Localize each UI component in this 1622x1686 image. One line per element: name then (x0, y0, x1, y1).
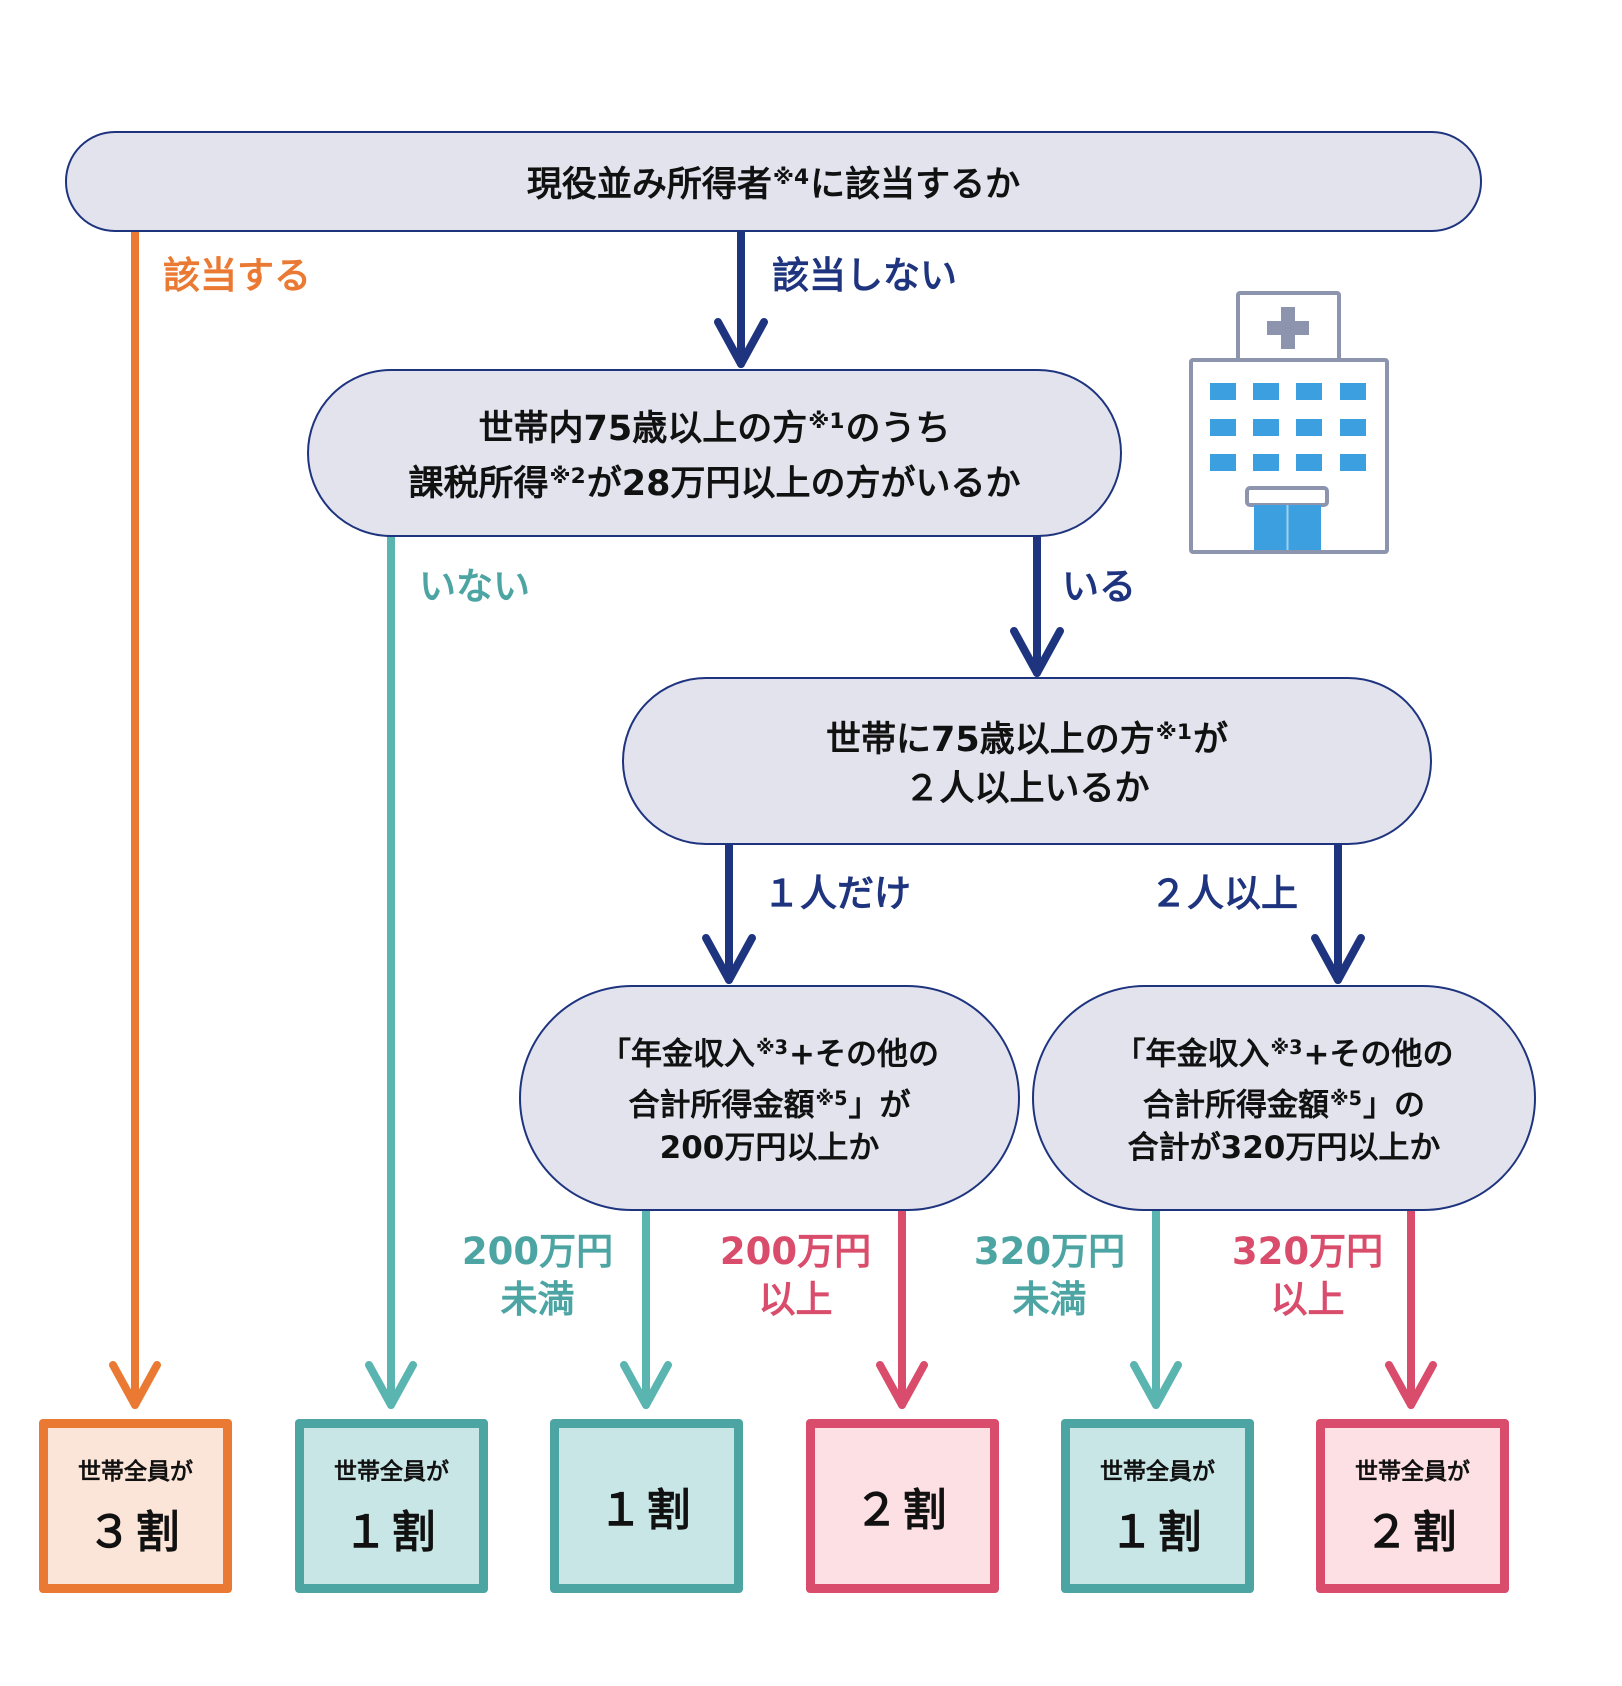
footnote-marker: ※3 (1270, 1035, 1303, 1059)
question-q4: 「年金収入※3+その他の 合計所得金額※5」が 200万円以上か (519, 985, 1020, 1211)
arrow-q3-one (702, 841, 756, 984)
edge-label-q3-one: １人だけ (763, 872, 911, 915)
arrow-q3-two (1311, 841, 1365, 984)
footnote-marker: ※1 (808, 409, 845, 435)
hospital-icon (1189, 291, 1389, 554)
arrow-q5-under (1130, 1206, 1182, 1409)
result-box-individual-1: １割 (550, 1419, 743, 1593)
arrow-q2-yes (1010, 533, 1064, 677)
question-q3: 世帯に75歳以上の方※1が ２人以上いるか (622, 677, 1432, 845)
arrow-q4-over (876, 1206, 928, 1409)
arrow-q2-no (365, 533, 417, 1409)
footnote-marker: ※4 (772, 165, 810, 191)
edge-label-q2-no: いない (419, 565, 530, 608)
result-box-household-3: 世帯全員が ３割 (39, 1419, 232, 1593)
edge-label-q5-over: 320万円 以上 (1231, 1230, 1384, 1322)
arrow-q4-under (620, 1206, 672, 1409)
edge-label-q4-over: 200万円 以上 (719, 1230, 872, 1322)
question-q5: 「年金収入※3+その他の 合計所得金額※5」の 合計が320万円以上か (1032, 985, 1536, 1211)
question-q2: 世帯内75歳以上の方※1のうち 課税所得※2が28万円以上の方がいるか (307, 369, 1122, 537)
edge-label-q3-two: ２人以上 (1150, 872, 1298, 915)
result-box-household-2: 世帯全員が ２割 (1316, 1419, 1509, 1593)
arrow-q5-over (1385, 1206, 1437, 1409)
edge-label-q5-under: 320万円 未満 (973, 1230, 1126, 1322)
edge-label-q4-under: 200万円 未満 (461, 1230, 614, 1322)
question-q1: 現役並み所得者※4に該当するか (65, 131, 1482, 232)
result-box-household-1: 世帯全員が １割 (295, 1419, 488, 1593)
footnote-marker: ※2 (549, 464, 586, 489)
arrow-q1-no (714, 228, 768, 368)
footnote-marker: ※1 (1155, 719, 1192, 745)
result-box-individual-2: ２割 (806, 1419, 999, 1593)
arrow-q1-yes (109, 228, 161, 1409)
footnote-marker: ※5 (815, 1086, 848, 1110)
footnote-marker: ※5 (1329, 1086, 1363, 1110)
edge-label-q1-yes: 該当する (163, 254, 311, 297)
footnote-marker: ※3 (755, 1035, 789, 1059)
result-box-household-1-b: 世帯全員が １割 (1061, 1419, 1254, 1593)
edge-label-q2-yes: いる (1062, 565, 1136, 608)
edge-label-q1-no: 該当しない (772, 254, 957, 297)
